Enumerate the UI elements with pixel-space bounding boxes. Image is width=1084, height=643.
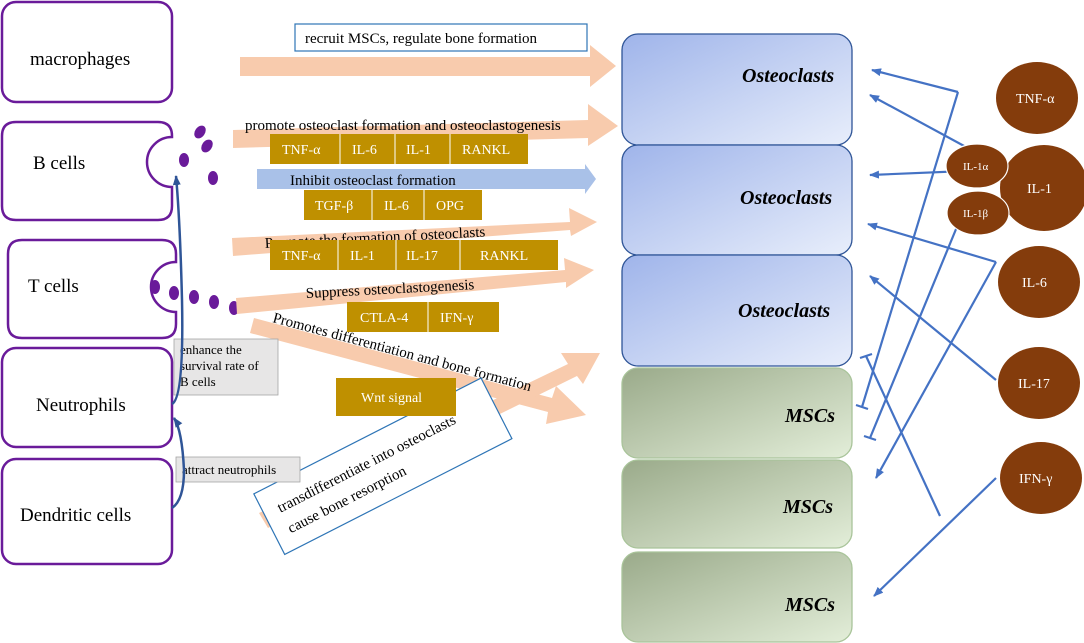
ifn-inhibits-osteoclast-line	[865, 355, 941, 517]
dendritic-cells-box: Dendritic cells	[0, 457, 174, 566]
b-cells-label: B cells	[33, 153, 85, 174]
il1a-label: IL-1α	[963, 161, 989, 173]
neutrophil-note-line1: enhance the	[180, 342, 242, 357]
ifn-inhibit-bar	[859, 352, 873, 360]
osteoclast-block-1: Osteoclasts	[621, 33, 853, 146]
factor-tag: OPG	[436, 199, 464, 214]
msc-block-1: MSCs	[621, 367, 853, 459]
factor-tag: IL-17	[406, 249, 438, 264]
tnf-inhibits-msc-line	[860, 91, 960, 408]
osteoclast-block-2: Osteoclasts	[621, 144, 853, 256]
ifn-label: IFN-γ	[1019, 472, 1052, 487]
factor-tag: IFN-γ	[440, 311, 473, 326]
dendritic-to-neutrophil-arrow	[171, 417, 186, 510]
factor-tag: CTLA-4	[360, 311, 408, 326]
cytokine-tnf: TNF-α	[996, 62, 1078, 134]
t-promote-factors: TNF-α IL-1 IL-17 RANKL	[270, 240, 558, 270]
factor-tag: Wnt signal	[361, 391, 422, 406]
t-differentiation-factors: Wnt signal	[336, 378, 456, 416]
secretion-dot	[189, 290, 199, 304]
secretion-dot	[194, 125, 206, 139]
b-promote-factors: TNF-α IL-6 IL-1 RANKL	[270, 134, 528, 164]
macrophages-box: macrophages	[0, 0, 174, 104]
factor-tag: TNF-α	[282, 143, 321, 158]
il1b-label: IL-1β	[963, 208, 989, 220]
t-suppress-arrow	[236, 258, 594, 314]
factor-tag: RANKL	[480, 249, 528, 264]
msc-block-3: MSCs	[621, 551, 853, 643]
secretion-dot	[209, 295, 219, 309]
msc-label: MSCs	[784, 405, 835, 427]
il6-label: IL-6	[1022, 276, 1047, 291]
ifn-to-msc-arrow	[873, 477, 997, 597]
msc-block-2: MSCs	[621, 459, 853, 549]
neutrophil-to-bcell-arrow	[171, 175, 184, 406]
il1-inhibit-bar	[863, 434, 877, 442]
dendritic-note: attract neutrophils	[175, 456, 301, 483]
neutrophil-note: enhance the survival rate of B cells	[173, 338, 279, 396]
neutrophils-box: Neutrophils	[0, 346, 174, 449]
t-cells-box: T cells	[6, 238, 178, 340]
factor-tag: TGF-β	[315, 199, 353, 214]
factor-tag: IL-6	[352, 143, 377, 158]
cytokine-il17: IL-17	[998, 347, 1080, 419]
secretion-dot	[150, 280, 160, 294]
factor-tag: IL-1	[350, 249, 375, 264]
tnf-inhibit-bar	[855, 403, 869, 411]
cytokine-connectors	[855, 68, 997, 597]
msc-label: MSCs	[782, 496, 833, 518]
t-cell-secretion-dots	[150, 280, 239, 315]
secretion-dot	[179, 153, 189, 167]
cytokine-ifn: IFN-γ	[1000, 442, 1082, 514]
il1-label: IL-1	[1027, 182, 1052, 197]
il6-to-msc-arrow	[875, 261, 997, 479]
b-cell-secretion-dots	[179, 125, 218, 185]
macrophages-label: macrophages	[30, 49, 130, 70]
neutrophil-note-line2: survival rate of	[180, 358, 259, 373]
t-cells-label: T cells	[28, 276, 79, 297]
dendritic-note-text: attract neutrophils	[182, 462, 276, 477]
tnf-to-osteoclast-arrow	[871, 68, 959, 94]
factor-tag: RANKL	[462, 143, 510, 158]
b-inhibit-arrow	[257, 164, 596, 194]
factor-tag: IL-6	[384, 199, 409, 214]
factor-tag: TNF-α	[282, 249, 321, 264]
b-promote-label: promote osteoclast formation and osteocl…	[245, 118, 561, 134]
osteoclast-label: Osteoclasts	[740, 187, 832, 209]
macrophage-effect-label: recruit MSCs, regulate bone formation	[305, 31, 538, 47]
b-inhibit-factors: TGF-β IL-6 OPG	[304, 190, 482, 220]
msc-label: MSCs	[784, 594, 835, 616]
secretion-dot	[208, 171, 218, 185]
macrophage-label-box: recruit MSCs, regulate bone formation	[294, 23, 588, 52]
t-suppress-factors: CTLA-4 IFN-γ	[347, 302, 499, 332]
il6-to-osteoclast-arrow	[867, 222, 997, 264]
tnf-label: TNF-α	[1016, 92, 1055, 107]
osteoclast-block-3: Osteoclasts	[621, 254, 853, 367]
osteoclast-label: Osteoclasts	[738, 300, 830, 322]
secretion-dot	[169, 286, 179, 300]
b-cells-box: B cells	[0, 120, 174, 222]
factor-tag: IL-1	[406, 143, 431, 158]
neutrophil-note-line3: B cells	[180, 374, 216, 389]
dendritic-cells-label: Dendritic cells	[20, 505, 131, 526]
il17-to-osteoclast-arrow	[869, 275, 997, 381]
cytokine-il6: IL-6	[998, 246, 1080, 318]
cytokine-il1: IL-1 IL-1α IL-1β	[945, 143, 1084, 236]
macrophage-arrow	[240, 45, 616, 87]
osteoclast-label: Osteoclasts	[742, 65, 834, 87]
neutrophils-label: Neutrophils	[36, 395, 126, 416]
secretion-dot	[201, 139, 213, 153]
b-inhibit-label: Inhibit osteoclast formation	[290, 173, 456, 189]
il17-label: IL-17	[1018, 377, 1050, 392]
